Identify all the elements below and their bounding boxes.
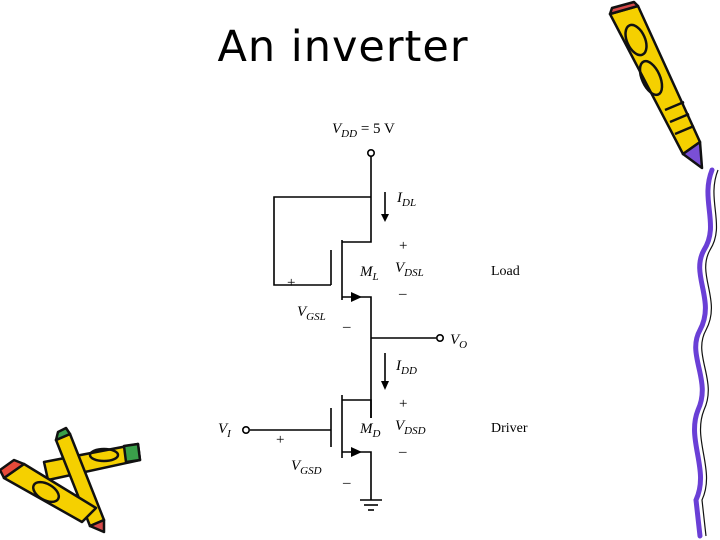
slide-title: An inverter: [217, 22, 469, 72]
pencils-icon-bottom-left: [0, 426, 142, 534]
output-terminal: [435, 333, 444, 342]
driver-source-arrowhead: [351, 447, 362, 457]
load-source-arrowhead: [351, 292, 362, 302]
load-drain-wire: [342, 238, 372, 243]
driver-vds-plus: +: [399, 396, 407, 412]
load-label: Load: [491, 264, 520, 279]
load-transistor-label: ML: [359, 264, 379, 283]
circuit-arrowheads: [351, 214, 389, 457]
load-vgs-label: VGSL: [297, 304, 326, 323]
driver-transistor-label: MD: [359, 421, 381, 440]
driver-vds-minus: –: [398, 444, 407, 460]
load-vgs-plus: +: [287, 275, 295, 291]
load-vds-minus: –: [398, 286, 407, 302]
idd-label: IDD: [395, 358, 417, 377]
idd-arrowhead: [381, 381, 389, 390]
driver-vgs-plus: +: [276, 432, 284, 448]
load-vgs-minus: –: [342, 319, 351, 335]
idl-label: IDL: [396, 190, 416, 209]
driver-drain-wire: [342, 399, 372, 418]
vdd-label: VDD = 5 V: [332, 121, 395, 140]
load-vds-label: VDSL: [395, 260, 424, 279]
pencil-icon-top-right: [608, 0, 704, 170]
input-terminal: [242, 425, 251, 434]
idl-arrowhead: [381, 214, 389, 222]
driver-label: Driver: [491, 421, 528, 436]
squiggle-decoration: [692, 167, 715, 539]
input-label: VI: [218, 421, 232, 440]
load-vds-plus: +: [399, 238, 407, 254]
driver-vgs-minus: –: [342, 475, 351, 491]
squiggle-outline: [699, 169, 719, 537]
output-label: VO: [450, 332, 467, 351]
driver-vds-label: VDSD: [395, 418, 426, 437]
driver-vgs-label: VGSD: [291, 458, 322, 477]
load-gate-feedback-wire: [273, 196, 371, 286]
